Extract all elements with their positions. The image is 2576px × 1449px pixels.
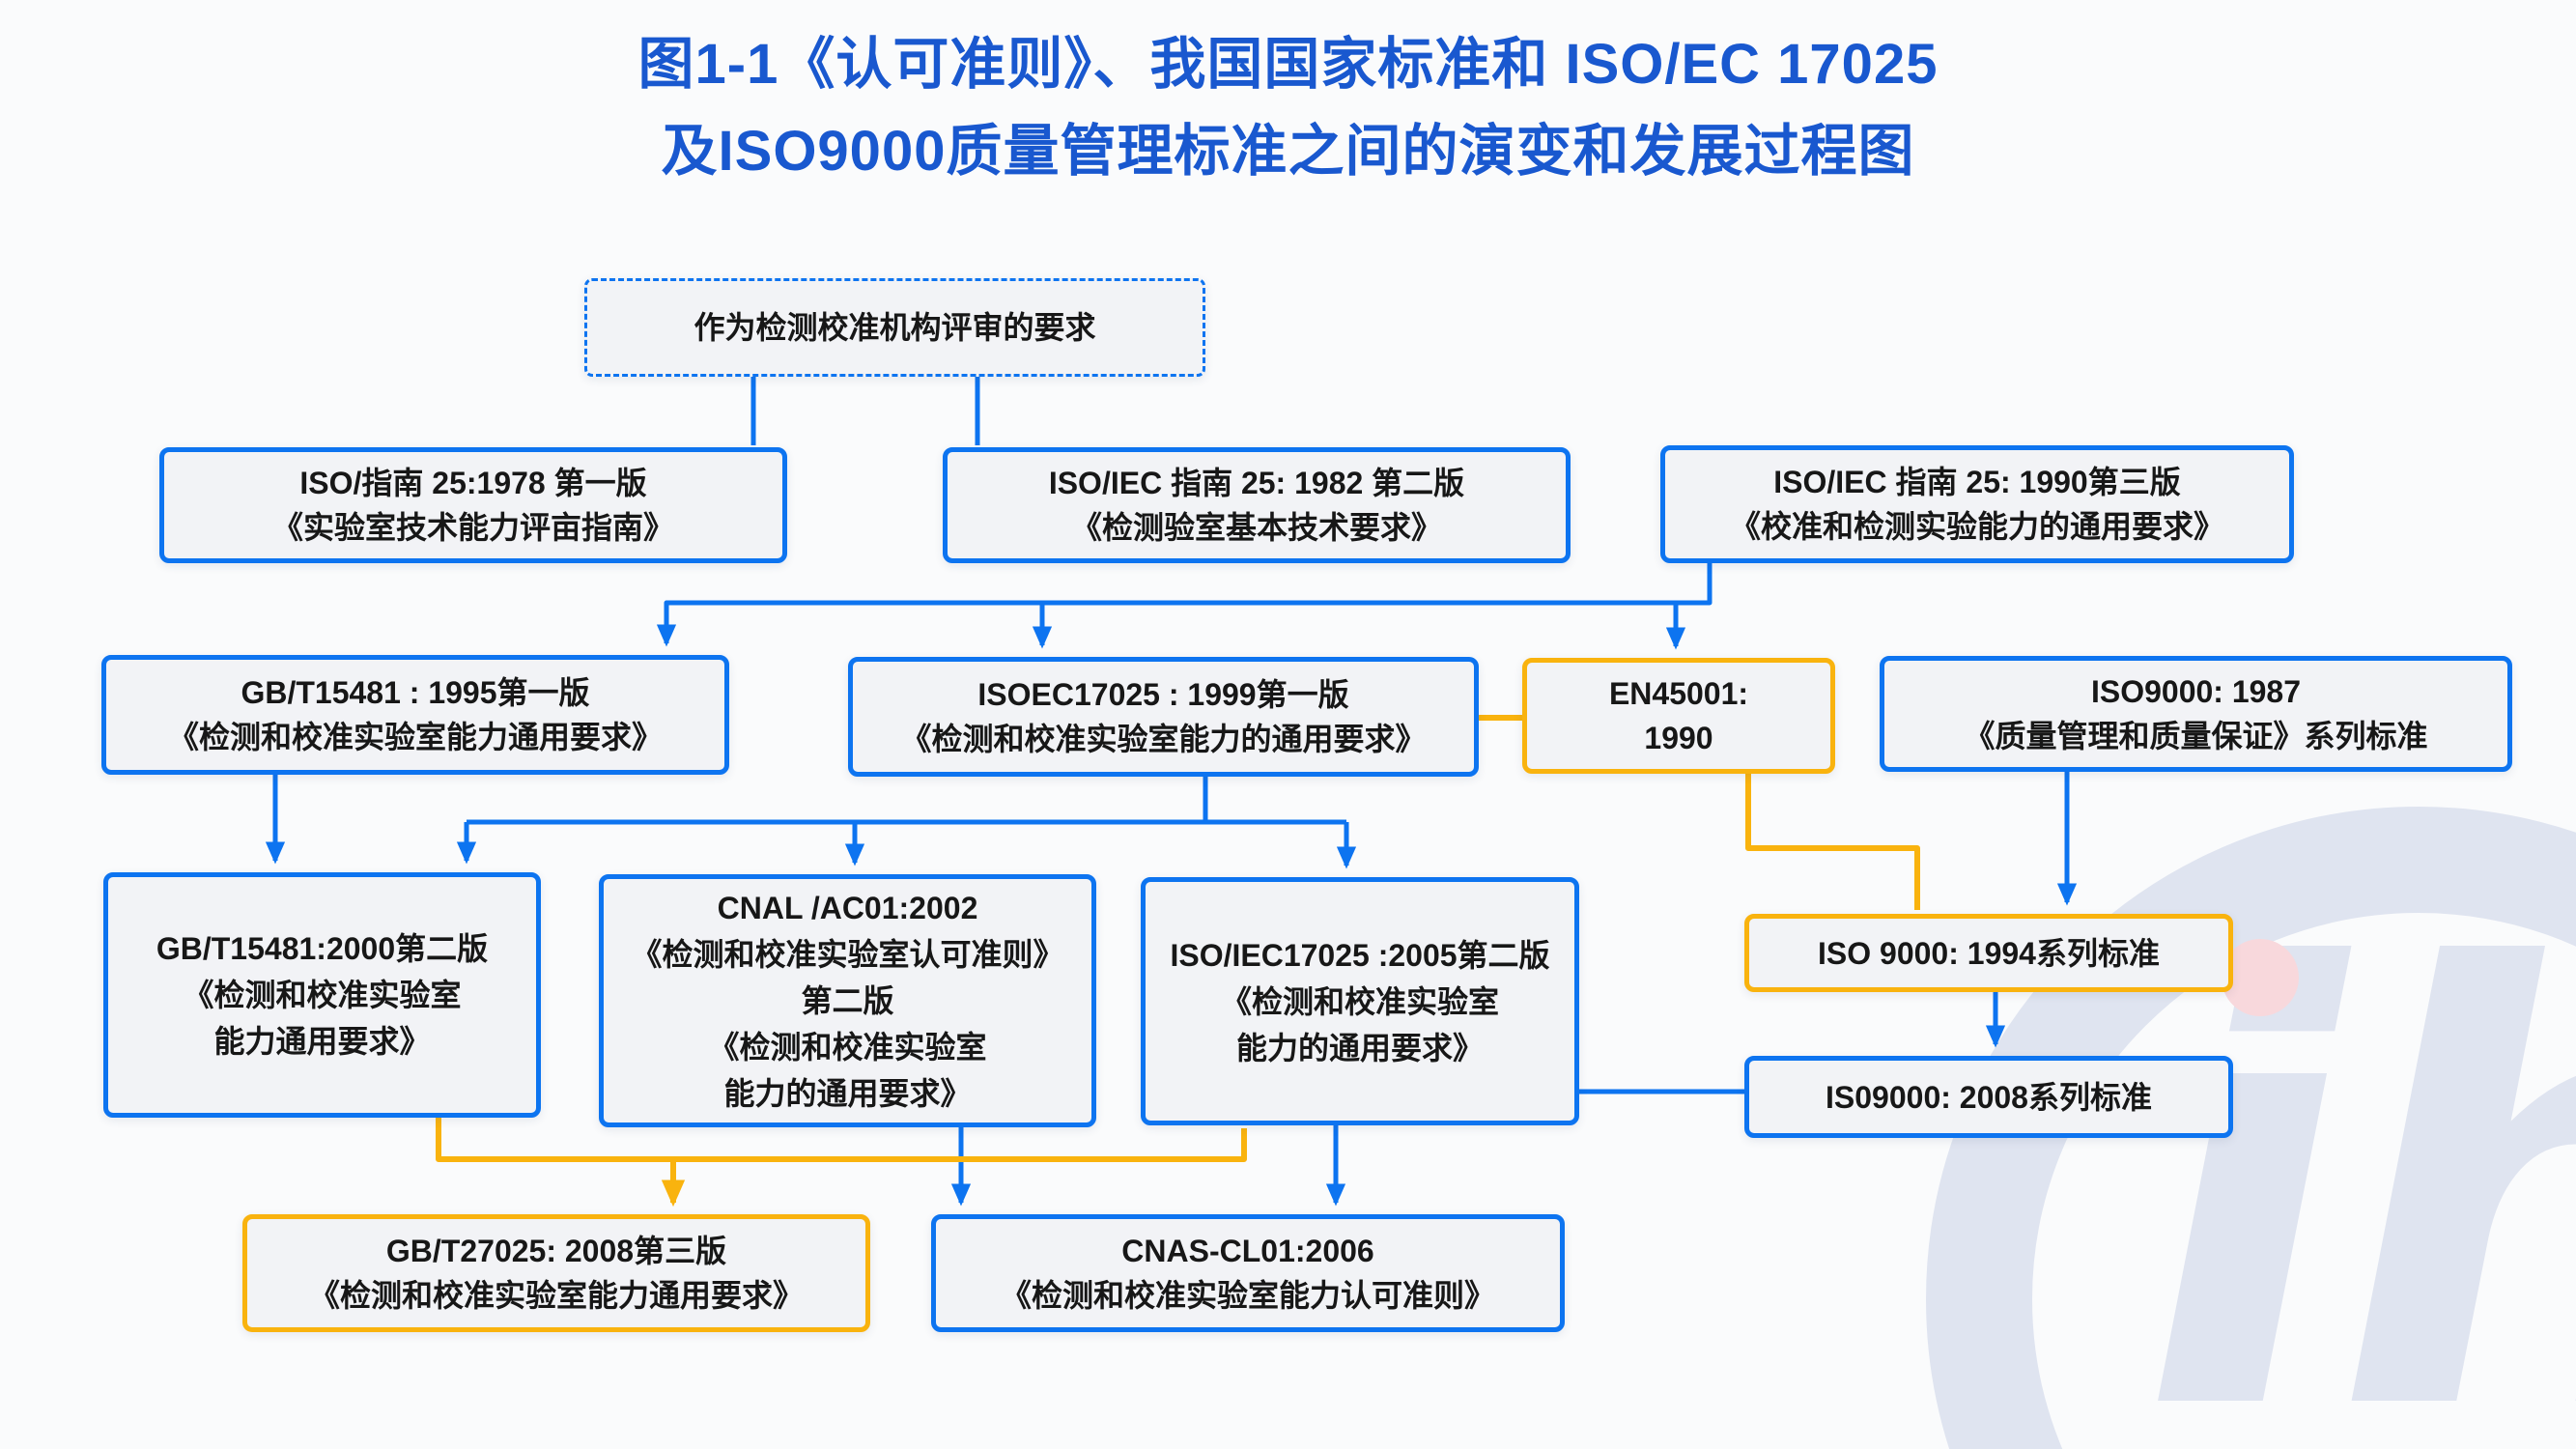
watermark-pink-dot [2222, 939, 2299, 1016]
link-en45001-to-iso9000-1994 [1745, 774, 1920, 910]
node-line: GB/T15481:2000第二版 [156, 931, 489, 966]
node-line: ISO/IEC 指南 25: 1982 第二版 [1048, 466, 1465, 500]
node-line: 《检测和校准实验室能力通用要求》 [308, 1278, 804, 1313]
diagram-title: 图1-1《认可准则》、我国国家标准和 ISO/EC 17025 及ISO9000… [0, 21, 2576, 195]
node-iso9000-1994: ISO 9000: 1994系列标准 [1744, 914, 2233, 992]
node-review-requirement: 作为检测校准机构评审的要求 [584, 278, 1205, 377]
node-line: 《检测和校准实验室能力通用要求》 [167, 720, 663, 754]
node-line: 能力的通用要求》 [1235, 1030, 1484, 1065]
node-line: 《质量管理和质量保证》系列标准 [1964, 719, 2428, 753]
node-gbt27025-2008: GB/T27025: 2008第三版 《检测和校准实验室能力通用要求》 [242, 1214, 870, 1332]
title-line-1: 图1-1《认可准则》、我国国家标准和 ISO/EC 17025 [637, 33, 1939, 96]
node-line: CNAS-CL01:2006 [1121, 1234, 1374, 1268]
node-line: ISO/IEC17025 :2005第二版 [1170, 937, 1550, 973]
node-line: 第二版 [801, 983, 894, 1018]
node-line: ISOEC17025 : 1999第一版 [977, 677, 1349, 712]
node-iso-guide25-1978: ISO/指南 25:1978 第一版 《实验室技术能力评亩指南》 [159, 447, 787, 563]
node-cnal-ac01-2002: CNAL /AC01:2002 《检测和校准实验室认可准则》 第二版 《检测和校… [599, 874, 1096, 1127]
node-iso9000-1987: ISO9000: 1987 《质量管理和质量保证》系列标准 [1880, 656, 2512, 772]
node-line: 《检测和校准实验室认可准则》 [631, 937, 1064, 972]
node-isoiec-guide25-1982: ISO/IEC 指南 25: 1982 第二版 《检测验室基本技术要求》 [943, 447, 1571, 563]
link-1990-to-gbt1995 [656, 563, 1713, 647]
node-en45001-1990: EN45001: 1990 [1522, 658, 1835, 774]
node-line: GB/T27025: 2008第三版 [385, 1234, 727, 1268]
node-gbt15481-1995: GB/T15481 : 1995第一版 《检测和校准实验室能力通用要求》 [101, 655, 729, 775]
node-line: GB/T15481 : 1995第一版 [241, 675, 590, 710]
node-isoiec-guide25-1990: ISO/IEC 指南 25: 1990第三版 《校准和检测实验能力的通用要求》 [1660, 445, 2294, 563]
node-line: 能力的通用要求》 [723, 1076, 972, 1111]
node-line: CNAL /AC01:2002 [717, 891, 978, 925]
watermark-ring [1926, 807, 2576, 1449]
node-line: 1990 [1644, 721, 1713, 755]
link-gbt2000-iso17025-bus [436, 1118, 1247, 1162]
node-iso9000-2008: IS09000: 2008系列标准 [1744, 1056, 2233, 1138]
node-line: 《检测验室基本技术要求》 [1070, 510, 1442, 545]
node-cnas-cl01-2006: CNAS-CL01:2006 《检测和校准实验室能力认可准则》 [931, 1214, 1565, 1332]
node-line: ISO/指南 25:1978 第一版 [299, 466, 647, 500]
node-line: 《校准和检测实验能力的通用要求》 [1729, 509, 2224, 544]
node-line: ISO 9000: 1994系列标准 [1818, 935, 2160, 971]
node-line: 能力通用要求》 [213, 1024, 431, 1059]
node-isoiec17025-2005: ISO/IEC17025 :2005第二版 《检测和校准实验室 能力的通用要求》 [1141, 877, 1579, 1125]
node-line: 《检测和校准实验室能力的通用要求》 [900, 722, 1427, 756]
node-line: EN45001: [1608, 676, 1749, 711]
node-line: ISO/IEC 指南 25: 1990第三版 [1773, 465, 2181, 499]
node-line: 《实验室技术能力评亩指南》 [271, 510, 674, 545]
node-line: 《检测和校准实验室 [708, 1030, 987, 1065]
title-line-2: 及ISO9000质量管理标准之间的演变和发展过程图 [661, 120, 1915, 183]
node-line: IS09000: 2008系列标准 [1826, 1079, 2152, 1115]
node-line: 作为检测校准机构评审的要求 [694, 310, 1096, 345]
node-gbt15481-2000: GB/T15481:2000第二版 《检测和校准实验室 能力通用要求》 [103, 872, 541, 1118]
node-line: 《检测和校准实验室能力认可准则》 [1000, 1278, 1495, 1313]
node-line: 《检测和校准实验室 [183, 978, 462, 1012]
node-line: ISO9000: 1987 [2090, 674, 2302, 709]
node-isoec17025-1999: ISOEC17025 : 1999第一版 《检测和校准实验室能力的通用要求》 [848, 657, 1479, 777]
node-line: 《检测和校准实验室 [1220, 983, 1499, 1019]
